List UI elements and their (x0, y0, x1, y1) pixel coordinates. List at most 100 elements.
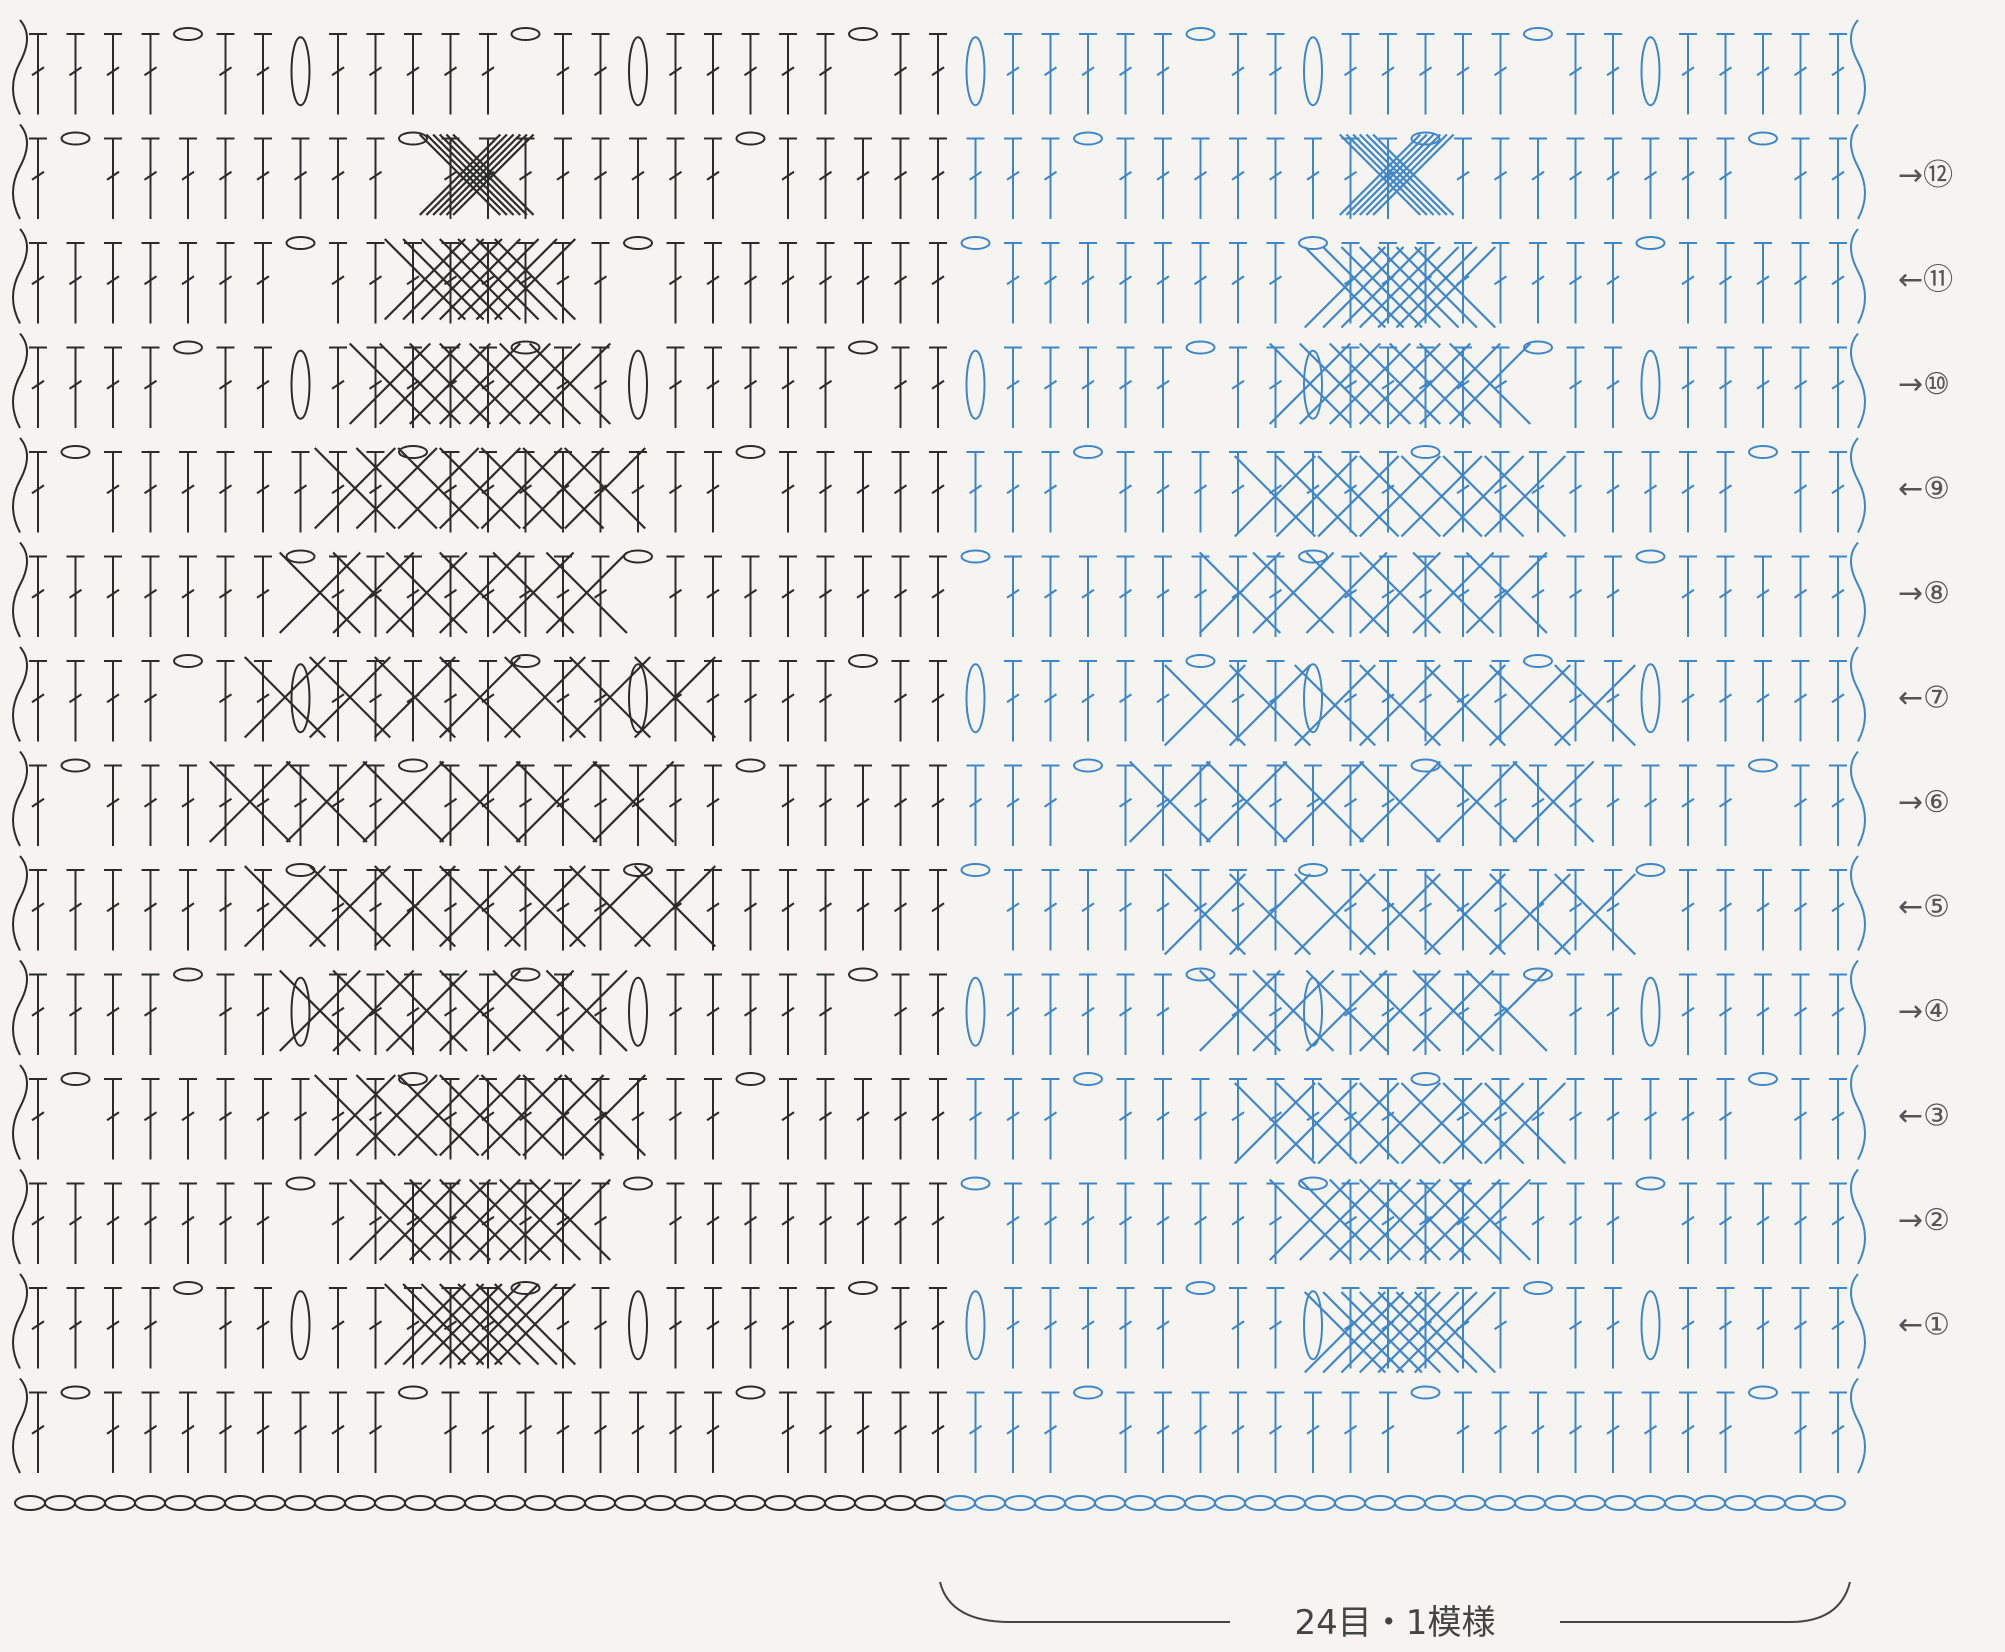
oval-cluster (629, 37, 647, 105)
chain-stitch (174, 969, 202, 981)
chain-stitch (1749, 446, 1777, 458)
oval-cluster (1642, 978, 1660, 1046)
turning-chain-left (13, 1065, 27, 1160)
foundation-chain-stitch (855, 1496, 885, 1510)
foundation-chain-stitch (1425, 1496, 1455, 1510)
chain-stitch (962, 237, 990, 249)
foundation-chain-stitch (495, 1496, 525, 1510)
foundation-chain-stitch (675, 1496, 705, 1510)
chain-stitch (1637, 551, 1665, 563)
turning-chain-left (13, 438, 27, 533)
oval-cluster (1642, 351, 1660, 419)
chain-stitch (287, 1178, 315, 1190)
row-number-label: →④ (1898, 994, 1950, 1029)
foundation-chain-stitch (1215, 1496, 1245, 1510)
turning-chain-left (13, 1170, 27, 1265)
turning-chain-left (13, 334, 27, 429)
chain-stitch (399, 1387, 427, 1399)
chain-stitch (1412, 1073, 1440, 1085)
turning-chain-left (13, 125, 27, 220)
chain-stitch (1749, 760, 1777, 772)
foundation-chain-stitch (1005, 1496, 1035, 1510)
chain-stitch (1299, 864, 1327, 876)
foundation-chain-stitch (705, 1496, 735, 1510)
chain-stitch (1524, 28, 1552, 40)
chain-stitch (1074, 1073, 1102, 1085)
row-labels: →⑫←⑪→⑩←⑨→⑧←⑦→⑥←⑤→④←③→②←① (1898, 158, 1953, 1343)
foundation-chain-stitch (45, 1496, 75, 1510)
foundation-chain-stitch (1605, 1496, 1635, 1510)
turning-chain-right (1851, 543, 1865, 638)
chain-stitch (1749, 1073, 1777, 1085)
chain-stitch (1412, 446, 1440, 458)
turning-chain-right (1851, 1379, 1865, 1474)
chain-stitch (1187, 1282, 1215, 1294)
oval-cluster (1642, 37, 1660, 105)
foundation-chain-stitch (555, 1496, 585, 1510)
foundation-chain-stitch (405, 1496, 435, 1510)
foundation-chain-stitch (1785, 1496, 1815, 1510)
chain-stitch (1637, 237, 1665, 249)
foundation-chain-stitch (615, 1496, 645, 1510)
row-number-label: →⑥ (1898, 785, 1950, 820)
foundation-chain-stitch (1245, 1496, 1275, 1510)
turning-chain-left (13, 1379, 27, 1474)
chain-stitch (1749, 133, 1777, 145)
oval-cluster (1304, 37, 1322, 105)
foundation-chain-stitch (1455, 1496, 1485, 1510)
turning-chain-left (13, 856, 27, 951)
row-number-label: ←③ (1898, 1098, 1950, 1133)
chain-stitch (737, 1073, 765, 1085)
foundation-chain-stitch (1485, 1496, 1515, 1510)
oval-cluster (292, 351, 310, 419)
turning-chain-right (1851, 1274, 1865, 1369)
chain-stitch (849, 28, 877, 40)
chain-stitch (399, 760, 427, 772)
oval-cluster (1304, 351, 1322, 419)
oval-cluster (967, 664, 985, 732)
foundation-chain-stitch (1305, 1496, 1335, 1510)
chain-stitch (62, 133, 90, 145)
chain-stitch (624, 551, 652, 563)
chain-stitch (849, 969, 877, 981)
foundation-chain-stitch (1155, 1496, 1185, 1510)
foundation-chain-stitch (75, 1496, 105, 1510)
row-number-label: ←⑤ (1898, 889, 1950, 924)
row-number-label: ←① (1898, 1307, 1950, 1342)
stitch-grid (13, 20, 1865, 1473)
chain-stitch (962, 551, 990, 563)
foundation-chain-stitch (525, 1496, 555, 1510)
chain-stitch (624, 1178, 652, 1190)
foundation-chain-stitch (1695, 1496, 1725, 1510)
foundation-chain-stitch (1635, 1496, 1665, 1510)
turning-chain-right (1851, 438, 1865, 533)
row-number-label: →⑧ (1898, 576, 1950, 611)
chain-stitch (1524, 1282, 1552, 1294)
chain-stitch (174, 655, 202, 667)
foundation-chain-stitch (885, 1496, 915, 1510)
foundation-chain-stitch (645, 1496, 675, 1510)
oval-cluster (967, 37, 985, 105)
foundation-chain-stitch (825, 1496, 855, 1510)
chain-stitch (1074, 133, 1102, 145)
row-number-label: →② (1898, 1203, 1950, 1238)
foundation-chain-stitch (735, 1496, 765, 1510)
chain-stitch (62, 1073, 90, 1085)
foundation-chain-stitch (1815, 1496, 1845, 1510)
row-number-label: →⑫ (1898, 158, 1953, 193)
foundation-chain-stitch (1095, 1496, 1125, 1510)
chain-stitch (1299, 551, 1327, 563)
foundation-chain-stitch (1755, 1496, 1785, 1510)
foundation-chain-stitch (1185, 1496, 1215, 1510)
chain-stitch (1187, 655, 1215, 667)
chain-stitch (174, 28, 202, 40)
foundation-chain-stitch (795, 1496, 825, 1510)
chain-stitch (512, 28, 540, 40)
foundation-chain-stitch (1545, 1496, 1575, 1510)
foundation-chain-stitch (225, 1496, 255, 1510)
chain-stitch (849, 655, 877, 667)
foundation-chain-stitch (1125, 1496, 1155, 1510)
foundation-chain-stitch (915, 1496, 945, 1510)
oval-cluster (967, 1291, 985, 1359)
